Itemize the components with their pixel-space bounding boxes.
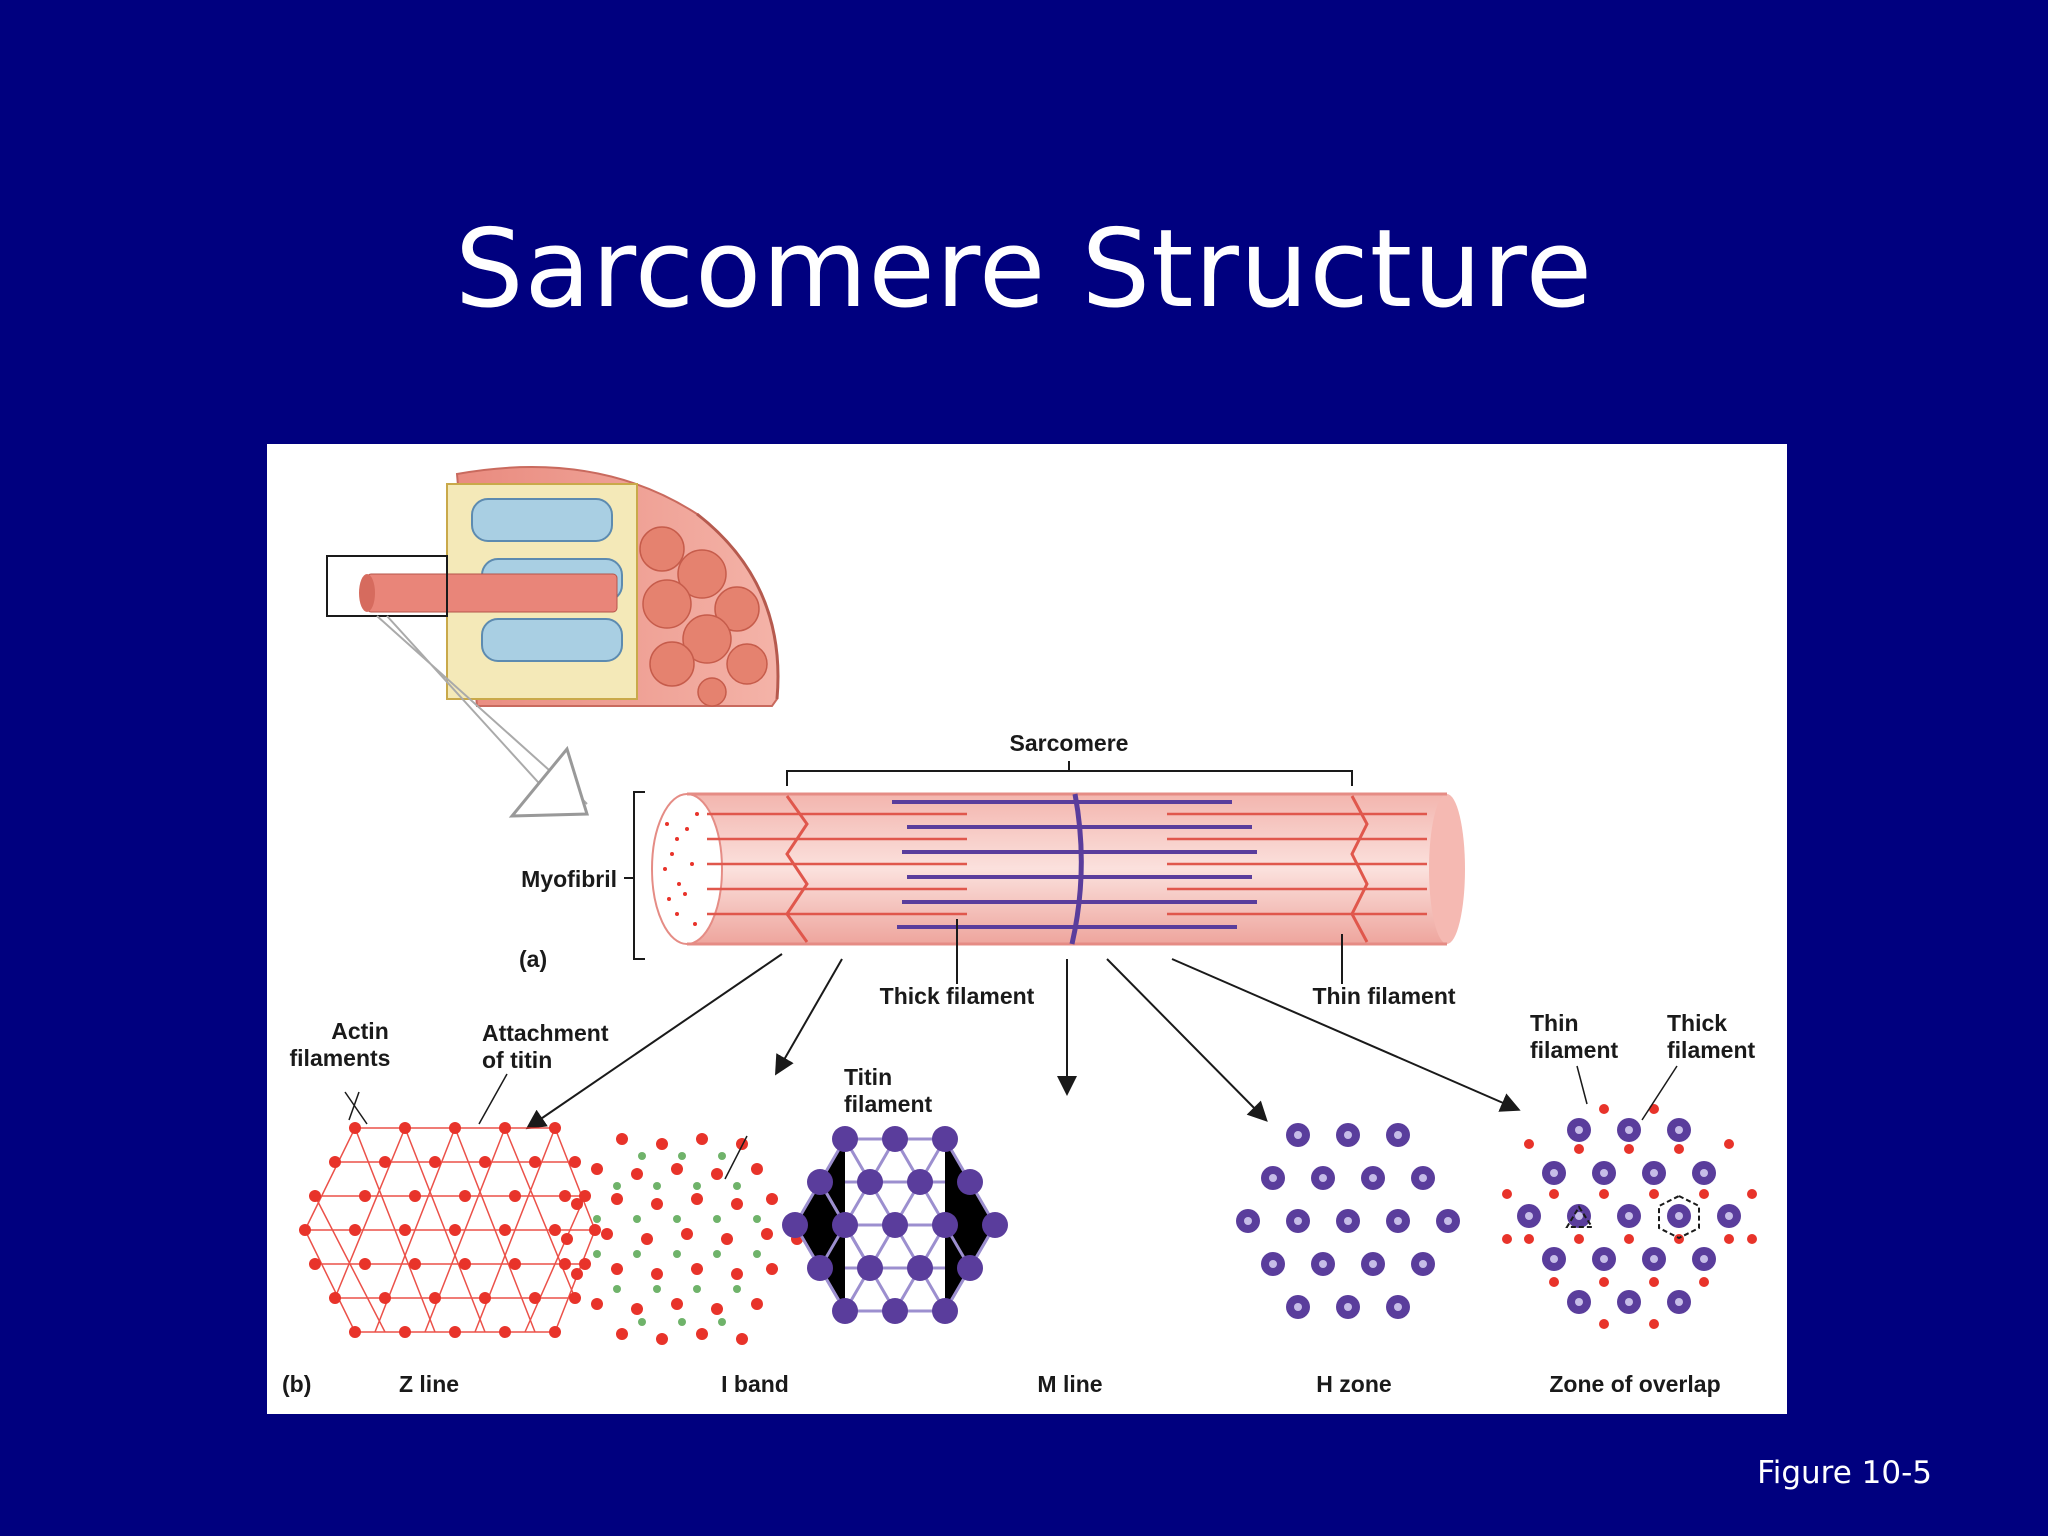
panel-b-tag: (b) <box>282 1371 311 1397</box>
h-zone-cross-section <box>1236 1123 1460 1319</box>
m-line-label: M line <box>1037 1371 1102 1397</box>
h-zone-label: H zone <box>1316 1371 1391 1397</box>
sarcomere-bracket <box>624 761 1353 960</box>
zone-of-overlap-cross-section <box>1502 1065 1757 1329</box>
myofibril-tube <box>651 792 1465 946</box>
panel-a-tag: (a) <box>519 946 547 972</box>
slide-title: Sarcomere Structure <box>454 207 1594 332</box>
titin-filament-label-line-2: filament <box>844 1091 933 1117</box>
overlap-thin-label-line-1: Thin <box>1530 1010 1579 1036</box>
attachment-titin-label-line-2: of titin <box>482 1047 552 1073</box>
actin-filaments-label-line-1: Actin <box>331 1018 389 1044</box>
sarcomere-label: Sarcomere <box>1010 730 1129 756</box>
actin-filaments-label-line-2: filaments <box>290 1045 391 1071</box>
z-line-cross-section <box>299 1073 601 1338</box>
end-dots <box>663 812 699 926</box>
section-arrows <box>525 953 1521 1130</box>
overlap-thin-label-line-2: filament <box>1530 1037 1619 1063</box>
thin-filament-label: Thin filament <box>1312 983 1455 1009</box>
zone-of-overlap-label: Zone of overlap <box>1549 1371 1720 1397</box>
overlap-thick-label-line-1: Thick <box>1667 1010 1727 1036</box>
muscle-fiber-illustration <box>326 466 780 818</box>
sarcomere-figure: Sarcomere Myofibril (a) Thick filament T… <box>267 444 1787 1414</box>
thick-filament-label: Thick filament <box>880 983 1035 1009</box>
attachment-titin-label-line-1: Attachment <box>482 1020 609 1046</box>
m-line-cross-section <box>782 1126 1008 1324</box>
figure-reference: Figure 10-5 <box>1757 1455 1932 1491</box>
i-band-cross-section <box>561 1133 803 1345</box>
i-band-label: I band <box>721 1371 789 1397</box>
myofibril-label: Myofibril <box>521 866 617 892</box>
sarcomere-diagram: Sarcomere Myofibril (a) Thick filament T… <box>282 466 1757 1397</box>
overlap-thick-label-line-2: filament <box>1667 1037 1756 1063</box>
titin-filament-label-line-1: Titin <box>844 1064 892 1090</box>
z-line-label: Z line <box>399 1371 459 1397</box>
